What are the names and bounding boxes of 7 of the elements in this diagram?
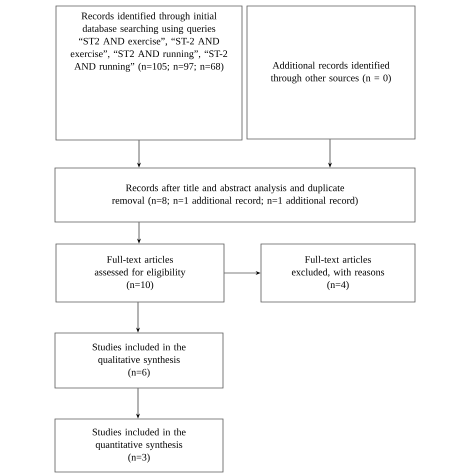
process-box: Records identified through initial database searching using queries “ST2 AND exercise”, “ST-2 AND exercise”, “ST2 AND running”, “ST-2 AND running” (n=105; n=97; n=68) [56,6,242,140]
process-box: Studies included in the qualitative synthesis (n=6) [54,332,224,388]
process-box: Additional records identified through other sources (n = 0) [246,6,416,140]
process-box: Full-text articles excluded, with reasons (n=4) [260,244,416,302]
process-box: Records after title and abstract analysis and duplicate removal (n=8; n=1 additional record; n=1 additional record) [54,168,416,222]
process-box: Full-text articles assessed for eligibility (n=10) [56,244,224,302]
process-box: Studies included in the quantitative synthesis (n=3) [54,418,224,472]
